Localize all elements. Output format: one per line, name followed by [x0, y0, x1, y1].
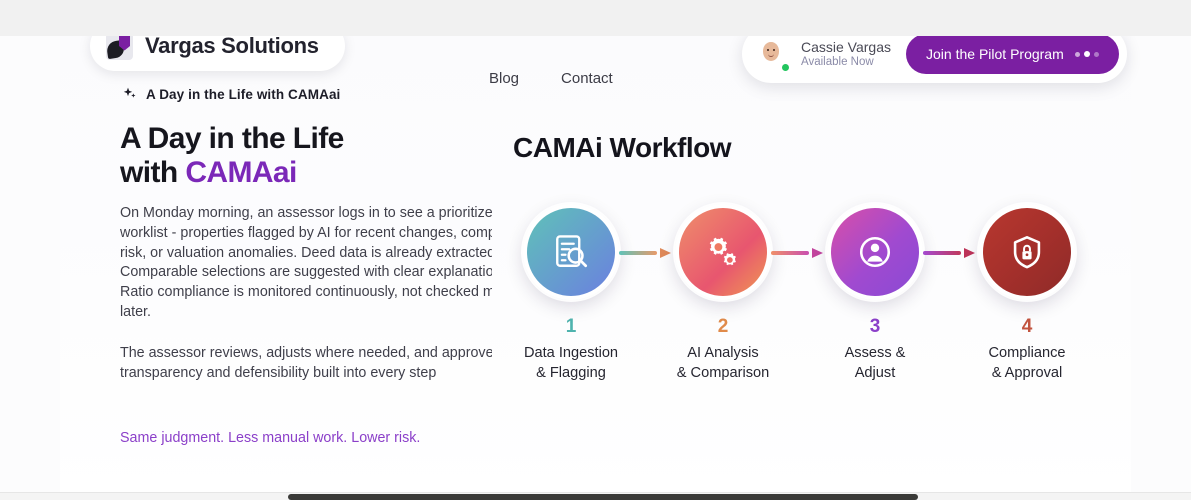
hero-paragraph-2: The assessor reviews, adjusts where need… — [120, 344, 492, 381]
workflow-step-4-label: Compliance & Approval — [988, 343, 1065, 383]
cta-widget: Cassie Vargas Available Now Join the Pil… — [742, 36, 1127, 83]
workflow-step-2-label: AI Analysis & Comparison — [677, 343, 769, 383]
workflow-arrow-1-to-2 — [619, 248, 671, 258]
document-search-icon — [556, 235, 588, 268]
nav-item-contact[interactable]: Contact — [561, 70, 613, 87]
hero-eyebrow-label: A Day in the Life with CAMAai — [146, 86, 341, 102]
workflow-step-2-label-line-1: AI Analysis — [687, 345, 759, 361]
main-nav: Blog Contact — [489, 70, 613, 87]
workflow-step-1-number: 1 — [565, 316, 577, 337]
workflow-step-3-disc — [827, 204, 923, 300]
workflow-step-2-number: 2 — [717, 316, 729, 337]
page-canvas: Vargas Solutions Blog Contact Cassie Var… — [0, 36, 1191, 500]
page-title: A Day in the Life with CAMAai — [120, 122, 520, 190]
scrollbar-thumb[interactable] — [288, 494, 918, 500]
join-pilot-program-label: Join the Pilot Program — [926, 46, 1064, 62]
hero-body-copy: On Monday morning, an assessor logs in t… — [120, 204, 492, 414]
join-pilot-program-button[interactable]: Join the Pilot Program — [906, 36, 1119, 74]
nav-item-blog[interactable]: Blog — [489, 70, 520, 87]
brand-name: Vargas Solutions — [145, 36, 319, 58]
workflow-step-2[interactable]: 2 AI Analysis & Comparison — [657, 204, 823, 383]
cta-availability-status: Available Now — [801, 55, 874, 68]
workflow-step-1-label: Data Ingestion & Flagging — [524, 343, 618, 383]
workflow-step-4[interactable]: 4 Compliance & Approval — [961, 204, 1093, 383]
shield-lock-icon — [1013, 236, 1041, 269]
sparkle-icon — [123, 87, 136, 98]
horizontal-scrollbar[interactable] — [0, 492, 1191, 500]
user-circle-icon — [859, 236, 891, 268]
workflow-step-2-label-line-2: & Comparison — [676, 365, 770, 381]
hero-eyebrow: A Day in the Life with CAMAai — [122, 86, 340, 102]
workflow-title: CAMAi Workflow — [513, 132, 732, 163]
vargas-leaf-flag-mark-icon — [106, 36, 133, 60]
workflow-arrow-3-to-4 — [923, 248, 975, 258]
headline-line-2-prefix: with — [120, 156, 186, 189]
workflow-step-4-disc — [979, 204, 1075, 300]
headline-accent: CAMAai — [185, 156, 297, 189]
cta-person-name: Cassie Vargas — [801, 38, 892, 55]
hero-tagline: Same judgment. Less manual work. Lower r… — [120, 430, 421, 446]
workflow-step-4-number: 4 — [1021, 316, 1033, 337]
gears-icon — [709, 237, 737, 266]
headline-line-1: A Day in the Life — [120, 122, 344, 155]
browser-chrome-bar — [0, 0, 1191, 36]
hero-paragraph-1: On Monday morning, an assessor logs in t… — [120, 205, 492, 320]
loading-dots-icon — [1074, 51, 1099, 57]
workflow-step-3-number: 3 — [869, 316, 881, 337]
workflow-step-1-label-line-1: Data Ingestion — [523, 345, 619, 361]
cta-person-info: Cassie Vargas Available Now — [801, 38, 892, 69]
brand-logo[interactable]: Vargas Solutions — [90, 36, 345, 71]
workflow-step-4-label-line-1: Compliance — [988, 345, 1066, 361]
workflow-step-1-label-line-2: & Flagging — [536, 365, 606, 381]
workflow-step-2-disc — [675, 204, 771, 300]
workflow-arrow-2-to-3 — [771, 248, 823, 258]
online-status-dot-icon — [781, 63, 790, 72]
workflow-step-3-label: Assess & Adjust — [845, 343, 906, 383]
workflow-step-1-disc — [523, 204, 619, 300]
workflow-step-1[interactable]: 1 Data Ingestion & Flagging — [505, 204, 671, 383]
workflow-step-3[interactable]: 3 Assess & Adjust — [809, 204, 975, 383]
workflow-steps: 1 Data Ingestion & Flagging — [505, 204, 1093, 414]
workflow-step-3-label-line-1: Assess & — [844, 345, 906, 361]
workflow-step-3-label-line-2: Adjust — [854, 365, 896, 381]
workflow-step-4-label-line-2: & Approval — [991, 365, 1063, 381]
avatar[interactable] — [752, 36, 790, 73]
